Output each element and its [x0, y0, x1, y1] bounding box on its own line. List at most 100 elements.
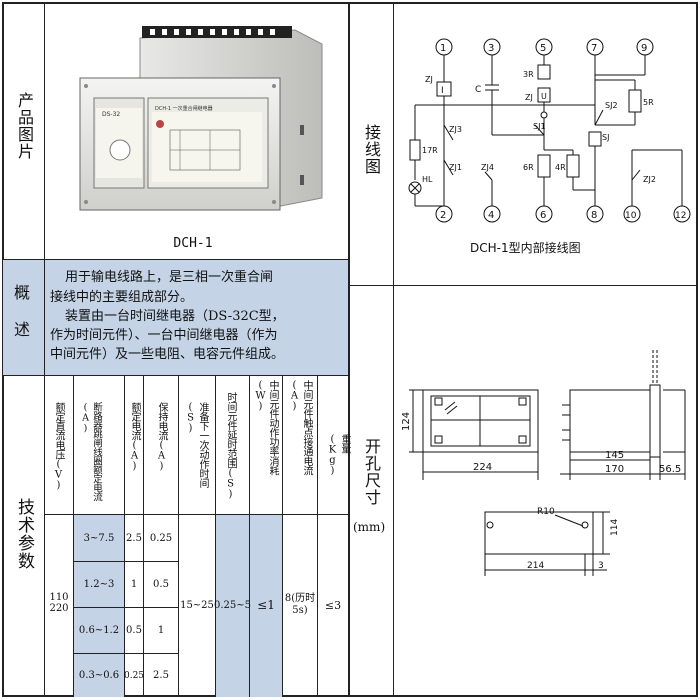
component-label: SJ2 — [605, 101, 618, 110]
component-label: HL — [422, 175, 433, 184]
cell-hold: 1 — [157, 625, 165, 636]
cell-rated: 0.25 — [123, 670, 145, 681]
grid-line — [282, 376, 283, 697]
cell-breaker: 1.2~3 — [83, 579, 115, 590]
label-overview-1: 概 — [14, 283, 31, 302]
grid-line — [178, 376, 179, 697]
cell-hold: 0.5 — [153, 579, 169, 590]
component-label: U — [541, 92, 547, 101]
terminal-label: 6 — [540, 210, 546, 221]
dimension-drawing: 124 224 145 170 56.5 R10 114 214 3 — [401, 350, 686, 576]
table-header: 保持电流(A) — [156, 402, 167, 472]
overview-background — [3, 260, 348, 375]
photo-caption: DCH-1 — [173, 236, 213, 251]
component-label: 17R — [422, 146, 438, 155]
overview-line: 作为时间元件）、一台中间继电器（作为 — [50, 328, 278, 343]
overview-line: 用于输电线路上，是三相一次重合闸 — [65, 270, 274, 285]
component-label: SJ — [602, 133, 609, 142]
grid-line — [2, 375, 350, 376]
component-label: SJ1 — [533, 122, 546, 131]
grid-line — [45, 514, 348, 515]
grid-line — [350, 285, 698, 286]
cell-weight: ≤3 — [324, 598, 342, 612]
terminal-label: 2 — [440, 210, 446, 221]
grid-line — [124, 376, 125, 697]
cell-voltage: 110 220 — [49, 592, 69, 614]
terminal-label: 4 — [488, 210, 494, 221]
photo-panel-label: DS-32 — [102, 111, 120, 118]
dim-label-170: 170 — [605, 464, 624, 475]
cell-breaker: 0.6~1.2 — [78, 625, 120, 636]
label-overview-2: 述 — [14, 320, 31, 339]
cell-delay-range: 0.25~5 — [214, 599, 252, 611]
dim-label-214: 214 — [527, 561, 544, 571]
cell-rated: 2.5 — [126, 532, 142, 544]
terminal-label: 10 — [625, 211, 637, 221]
label-product-image: 产品图片 — [15, 92, 34, 160]
table-header: 中间元件触点接通电流(A) — [289, 380, 312, 475]
grid-line — [249, 376, 250, 697]
dim-label-114: 114 — [610, 519, 620, 536]
grid-line — [393, 2, 394, 697]
label-wiring: 接线图 — [362, 124, 381, 175]
overview-line: 中间元件）及一些电阻、电容元件组成。 — [50, 347, 285, 362]
component-label: ZJ1 — [449, 163, 462, 172]
table-header: 准备下一次动作时间(S) — [185, 402, 208, 488]
component-label: C — [475, 85, 481, 95]
cell-hold: 2.5 — [153, 670, 169, 681]
component-label: 5R — [643, 98, 654, 107]
label-tech-params: 技术参数 — [14, 498, 34, 570]
label-cutout-unit: (mm) — [353, 520, 386, 534]
cell-rated: 0.5 — [126, 625, 142, 636]
grid-line — [73, 653, 178, 654]
grid-line — [2, 259, 350, 260]
table-header: 断路器跳闸线圈额定电流(A) — [80, 402, 102, 501]
cell-breaker: 3~7.5 — [83, 532, 115, 544]
cell-power: ≤1 — [257, 598, 275, 612]
terminal-label: 9 — [641, 43, 647, 54]
photo-panel-label: DCH-1 一次重合闸继电器 — [155, 105, 213, 112]
component-label: ZJ — [525, 93, 533, 102]
grid-line — [73, 376, 74, 697]
terminal-label: 3 — [488, 43, 494, 54]
dim-label-124: 124 — [401, 412, 412, 431]
cell-rated: 1 — [130, 579, 138, 590]
overview-line: 装置由一台时间继电器（DS-32C型， — [65, 309, 285, 324]
grid-line — [44, 260, 45, 375]
component-label: ZJ2 — [643, 175, 656, 184]
cell-contact-current: 8(历时5s) — [284, 593, 316, 616]
dim-label-145: 145 — [605, 450, 624, 461]
wiring-caption: DCH-1型内部接线图 — [470, 241, 581, 255]
cell-prep-time: 15~25 — [180, 599, 214, 611]
component-label: 3R — [523, 70, 534, 79]
dim-label-56-5: 56.5 — [659, 464, 681, 475]
table-header: 中间元件动作功率消耗(W) — [255, 380, 278, 475]
grid-line — [348, 2, 350, 697]
table-header: 重量(Kg) — [327, 434, 350, 476]
grid-line — [317, 376, 318, 697]
component-label: ZJ3 — [449, 125, 462, 134]
terminal-label: 12 — [675, 211, 686, 221]
terminal-label: 1 — [440, 43, 446, 54]
table-header: 额定直流电压(V) — [53, 402, 64, 491]
table-highlight — [73, 515, 124, 697]
table-highlight — [215, 515, 249, 697]
grid-line — [73, 561, 178, 562]
component-label: ZJ — [425, 75, 433, 84]
component-label: 6R — [523, 163, 534, 172]
dim-label-3: 3 — [598, 561, 604, 571]
component-label: ZJ4 — [481, 163, 494, 172]
product-photo: DS-32 DCH-1 一次重合闸继电器 — [79, 26, 323, 211]
table-highlight — [249, 515, 282, 697]
label-cutout: 开孔尺寸 — [362, 438, 381, 506]
terminal-label: 7 — [591, 43, 597, 54]
cell-hold: 0.25 — [149, 532, 173, 544]
dim-label-224: 224 — [473, 462, 492, 473]
grid-line — [143, 376, 144, 697]
cell-breaker: 0.3~0.6 — [78, 670, 120, 681]
table-header: 时间元件延时范围(S) — [225, 392, 236, 500]
grid-line — [73, 607, 178, 608]
terminal-label: 8 — [591, 210, 597, 221]
table-header: 额定电流(A) — [129, 402, 140, 472]
terminal-label: 5 — [540, 43, 546, 54]
